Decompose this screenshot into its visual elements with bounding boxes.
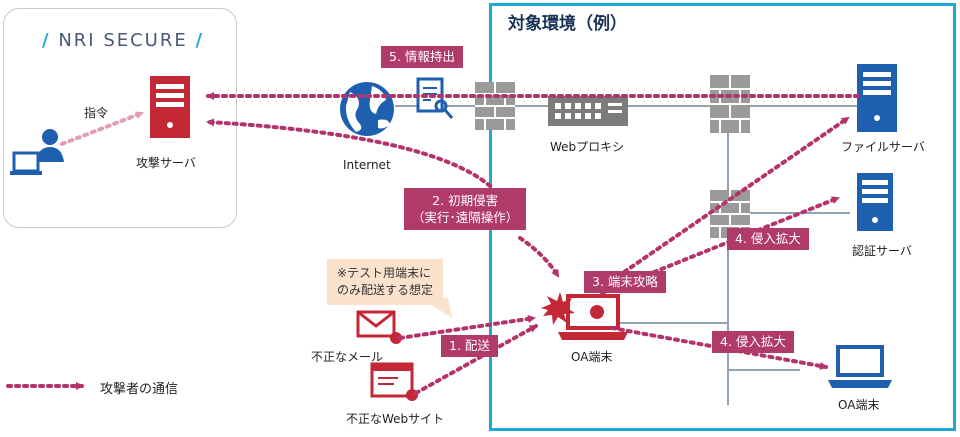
step-5-tag: 5. 情報持出 (381, 46, 463, 68)
firewall-icon-2 (710, 75, 750, 133)
step-1-tag: 1. 配送 (441, 335, 498, 357)
step-4a-tag: 4. 侵入拡大 (727, 228, 809, 250)
step-2-line-2: （実行･遠隔操作） (412, 210, 519, 225)
oa-laptop-icon (828, 345, 892, 388)
infected-laptop-icon (541, 292, 628, 340)
web-proxy-label: Webプロキシ (550, 140, 625, 154)
test-terminal-note: ※テスト用端末に のみ配送する想定 (327, 259, 444, 305)
step-2-tag: 2. 初期侵害 （実行･遠隔操作） (404, 188, 527, 230)
step-3-tag: 3. 端末攻略 (584, 271, 666, 293)
network-lines (395, 105, 870, 405)
bad-website-icon (370, 362, 418, 401)
auth-server-label: 認証サーバ (852, 244, 912, 258)
oa-terminal-label: OA端末 (571, 350, 613, 364)
attack-server-icon (150, 76, 190, 138)
note-line-2: のみ配送する想定 (337, 283, 434, 297)
bad-mail-label: 不正なメール (311, 350, 384, 364)
auth-server-icon (857, 173, 893, 231)
bad-website-label: 不正なWebサイト (346, 412, 445, 426)
target-environment-title: 対象環境（例） (508, 14, 627, 34)
file-server-icon (857, 64, 897, 132)
note-line-1: ※テスト用端末に (337, 266, 432, 280)
step-2-line-1: 2. 初期侵害 (432, 193, 499, 208)
web-proxy-icon (548, 96, 628, 126)
internet-label: Internet (343, 158, 391, 172)
oa-terminal-sub-label: OA端末 (838, 398, 880, 412)
nri-secure-logo: / NRI SECURE / (42, 30, 205, 51)
attacker-person-icon (10, 129, 64, 175)
firewall-icon-1 (475, 82, 515, 130)
attacker-environment-box (3, 8, 237, 228)
logo-text: NRI SECURE (58, 30, 188, 51)
legend-label: 攻撃者の通信 (100, 382, 179, 397)
file-server-label: ファイルサーバ (841, 140, 925, 154)
step-4b-tag: 4. 侵入拡大 (712, 331, 794, 353)
command-label: 指令 (84, 106, 109, 120)
command-arrow (60, 111, 144, 146)
bad-mail-icon (356, 310, 402, 344)
document-key-icon (416, 77, 454, 119)
internet-globe-icon (340, 82, 394, 136)
attack-server-label: 攻撃サーバ (136, 156, 196, 170)
